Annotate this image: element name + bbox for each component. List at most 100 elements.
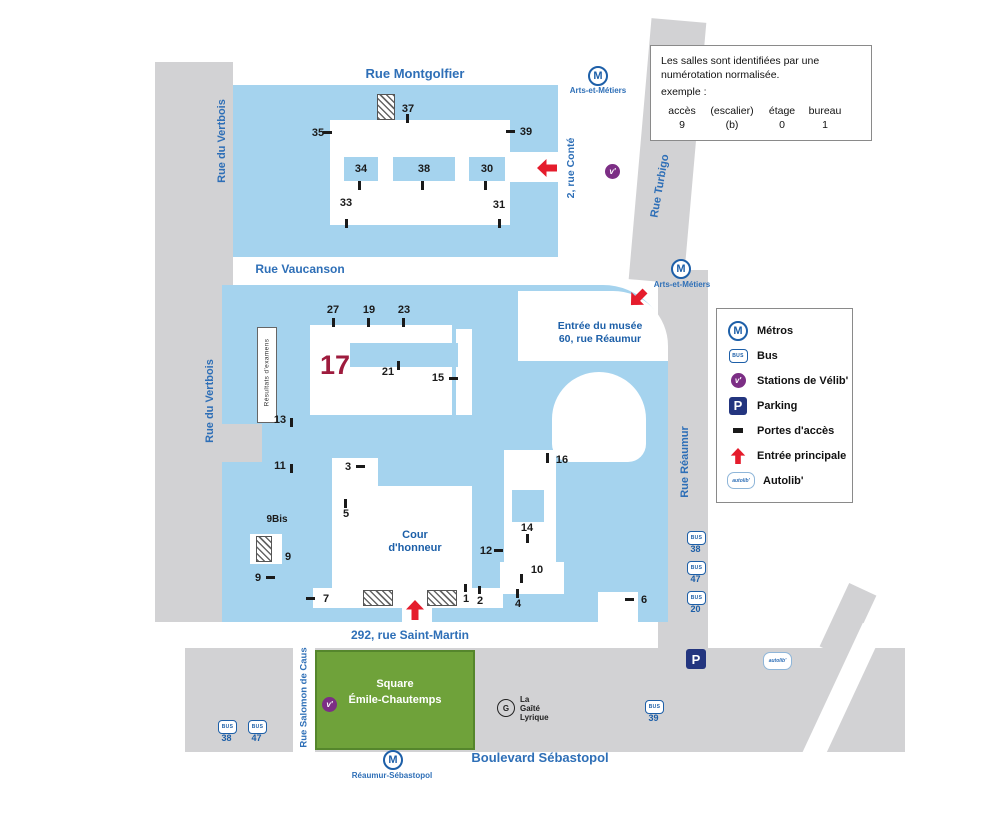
street-label-saint-martin: 292, rue Saint-Martin xyxy=(350,628,470,642)
info-example-label: exemple : xyxy=(661,86,707,99)
info-col-value: 1 xyxy=(822,118,828,131)
access-number-1: 1 xyxy=(462,593,470,605)
access-number-15: 15 xyxy=(431,372,445,384)
access-number-10: 10 xyxy=(530,564,544,576)
main-entrance-arrow-musee xyxy=(624,284,652,312)
access-number-9a: 9 xyxy=(284,551,292,563)
velib-station-icon: v' xyxy=(605,164,620,179)
legend-row-parking: P Parking xyxy=(727,393,846,418)
entrance-arrow-icon xyxy=(730,447,746,464)
building-chip-14 xyxy=(512,490,544,522)
door-tick xyxy=(478,586,481,594)
door-tick xyxy=(290,418,293,427)
door-tick xyxy=(306,597,315,600)
street-label-vertbois-mid: Rue du Vertbois xyxy=(204,359,216,443)
bus-stop-icon: BUS xyxy=(248,720,267,734)
bus-line-20: 20 xyxy=(690,604,701,614)
bus-stop-icon: BUS xyxy=(645,700,664,714)
resultats-examens-label: Résultats d'examens xyxy=(263,338,271,407)
building-b-wing xyxy=(456,329,472,415)
door-tick xyxy=(266,576,275,579)
access-number-13: 13 xyxy=(273,414,287,426)
access-number-21: 21 xyxy=(381,366,395,378)
bus-stop-icon: BUS xyxy=(687,591,706,605)
metro-icon: M xyxy=(671,259,691,279)
access-number-11: 11 xyxy=(274,460,286,472)
info-line1: Les salles sont identifiées par une xyxy=(661,55,820,67)
bus-line-39: 39 xyxy=(648,713,659,723)
room-numbering-info-box: Les salles sont identifiées par une numé… xyxy=(650,45,872,141)
gaite-lyrique-logo-icon: G xyxy=(497,699,515,717)
info-col-header: étage xyxy=(768,104,796,117)
metro-label-arts-et-metiers-right: Arts-et-Métiers xyxy=(653,280,711,289)
access-number-39: 39 xyxy=(519,126,533,138)
legend-label-parking: Parking xyxy=(757,399,798,412)
main-entrance-arrow-conte xyxy=(537,158,557,178)
access-number-9b: 9 xyxy=(254,572,262,584)
legend-row-portes: Portes d'accès xyxy=(727,418,846,443)
door-tick xyxy=(323,131,332,134)
street-notch-left xyxy=(222,424,262,462)
gaite-lyrique: G La Gaîté Lyrique xyxy=(497,695,549,722)
door-tick xyxy=(449,377,458,380)
legend-box: M Métros BUS Bus v' Stations de Vélib' P… xyxy=(716,308,853,503)
stairs-icon xyxy=(377,94,395,120)
door-tick xyxy=(520,574,523,583)
info-col-value: (b) xyxy=(725,118,739,131)
door-tick xyxy=(344,499,347,508)
metro-icon: M xyxy=(728,320,748,341)
building-chip-21 xyxy=(350,343,458,367)
legend-label-bus: Bus xyxy=(757,349,778,362)
door-tick xyxy=(367,318,370,327)
street-label-reaumur: Rue Réaumur xyxy=(679,426,691,498)
stairs-icon xyxy=(363,590,393,606)
door-tick xyxy=(494,549,503,552)
access-number-19: 19 xyxy=(362,304,376,316)
door-tick xyxy=(625,598,634,601)
info-col-header: bureau xyxy=(808,104,842,117)
door-tick xyxy=(464,584,467,592)
building-b-mid xyxy=(310,325,452,415)
bus-line-38: 38 xyxy=(690,544,701,554)
door-tick-icon xyxy=(733,428,743,433)
door-tick xyxy=(421,181,424,190)
parking-icon: P xyxy=(686,649,706,669)
metro-icon: M xyxy=(383,750,403,770)
access-number-27: 27 xyxy=(326,304,340,316)
velib-icon: v' xyxy=(730,373,746,388)
street-label-montgolfier: Rue Montgolfier xyxy=(365,66,465,81)
notch-access-6 xyxy=(598,592,638,622)
street-vertbois-band xyxy=(155,62,233,622)
legend-label-entree: Entrée principale xyxy=(757,449,847,462)
legend-label-metros: Métros xyxy=(757,324,794,337)
access-number-16: 16 xyxy=(555,454,569,466)
legend-row-velib: v' Stations de Vélib' xyxy=(727,368,848,393)
access-number-9bis: 9Bis xyxy=(266,514,288,525)
cour-honneur-label-line2: d'honneur xyxy=(388,542,442,554)
door-tick xyxy=(332,318,335,327)
metro-label-reaumur-sebastopol: Réaumur-Sébastopol xyxy=(351,771,433,780)
door-tick xyxy=(345,219,348,228)
access-number-33: 33 xyxy=(339,197,353,209)
access-number-23: 23 xyxy=(397,304,411,316)
bus-icon: BUS xyxy=(728,348,748,363)
bus-stop-icon: BUS xyxy=(218,720,237,734)
plaza-musee xyxy=(518,291,668,361)
cour-honneur-area xyxy=(358,486,472,592)
bus-stop-icon: BUS xyxy=(687,561,706,575)
access-number-31: 31 xyxy=(492,199,506,211)
autolib-icon: autolib' xyxy=(763,652,792,670)
info-col-value: 9 xyxy=(679,118,685,131)
access-number-17-highlight: 17 xyxy=(320,350,351,380)
street-label-vertbois-top: Rue du Vertbois xyxy=(216,99,228,183)
door-tick xyxy=(516,589,519,598)
access-number-14: 14 xyxy=(520,522,534,534)
stairs-icon xyxy=(427,590,457,606)
door-tick xyxy=(498,219,501,228)
autolib-icon: autolib' xyxy=(727,472,755,489)
chapel-dome xyxy=(552,372,646,462)
street-label-vaucanson: Rue Vaucanson xyxy=(255,262,345,276)
building-chip-38: 38 xyxy=(393,157,455,181)
metro-icon: M xyxy=(588,66,608,86)
